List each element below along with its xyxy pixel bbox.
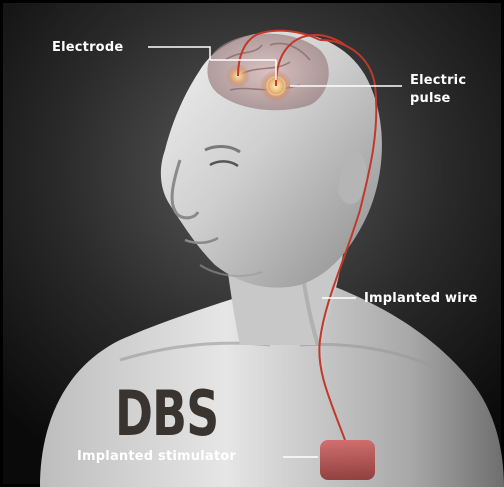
implanted-stimulator-label: Implanted stimulator: [77, 449, 236, 465]
implanted-wire-label: Implanted wire: [364, 291, 478, 307]
implanted-stimulator-device: [320, 440, 375, 480]
dbs-title: DBS: [115, 383, 218, 445]
electric-pulse-label: Electric pulse: [410, 72, 500, 108]
electrode-label: Electrode: [52, 40, 123, 56]
